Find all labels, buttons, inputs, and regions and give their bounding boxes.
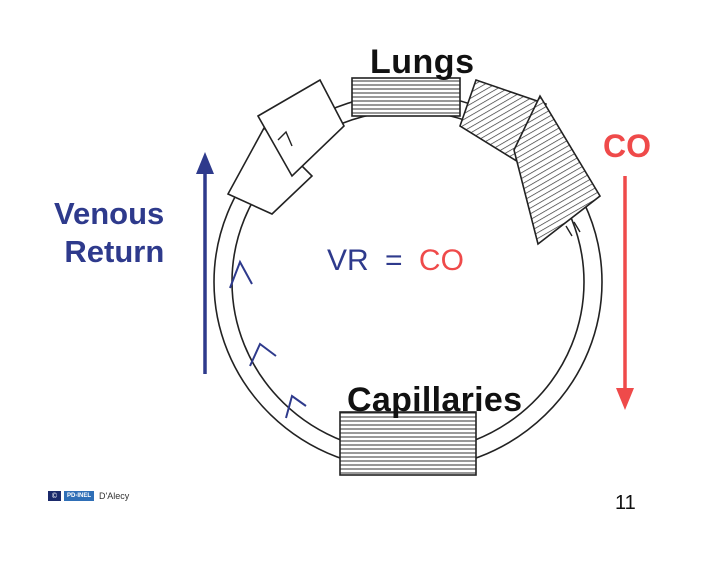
page-number: 11 xyxy=(615,492,636,514)
arrow-down-head xyxy=(616,388,634,410)
pulmonary-valve-mark xyxy=(277,130,293,147)
equation: VR = CO xyxy=(327,244,464,278)
equation-lhs: VR xyxy=(327,244,369,277)
lungs-capillary-bed xyxy=(351,77,461,117)
right-atrium xyxy=(226,126,314,215)
venous-return-line1: Venous xyxy=(54,196,165,231)
aortic-valve-mark xyxy=(565,221,581,237)
cc-license-icon: © xyxy=(48,491,61,501)
license-badge: PD-INEL xyxy=(64,491,94,501)
cardiac-output-label: CO xyxy=(603,128,651,164)
venous-return-line2: Return xyxy=(64,234,165,269)
systemic-capillary-bed xyxy=(339,411,477,476)
license-footer: © PD-INEL D'Alecy xyxy=(48,490,129,502)
author-credit: D'Alecy xyxy=(99,491,130,501)
equation-rhs: CO xyxy=(418,244,464,277)
lungs-label: Lungs xyxy=(370,43,475,81)
right-ventricle xyxy=(256,78,345,178)
venous-valve-icon xyxy=(249,342,277,367)
arrow-up-head xyxy=(196,152,214,174)
venous-return-label: Venous Return xyxy=(54,195,164,271)
venous-valve-icon xyxy=(229,259,253,289)
venous-valve-icon xyxy=(285,394,307,419)
equation-operator: = xyxy=(385,244,403,277)
capillaries-label: Capillaries xyxy=(347,381,523,419)
left-ventricle xyxy=(513,94,602,246)
